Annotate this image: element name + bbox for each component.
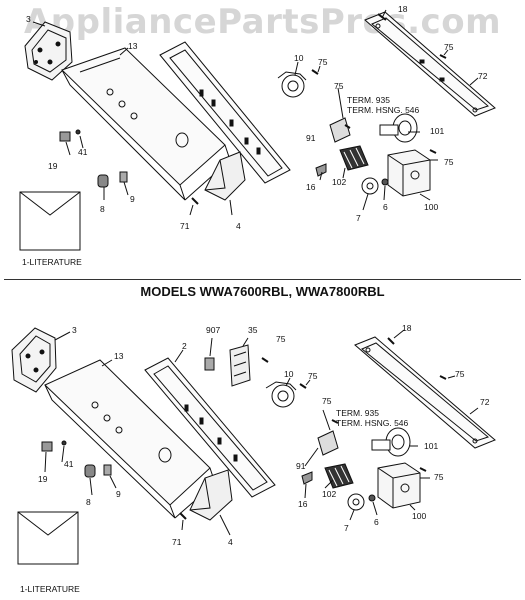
label-91: 91 — [296, 461, 306, 471]
label-term-hsng-546: TERM. HSNG. 546 — [347, 105, 420, 115]
label-101: 101 — [424, 441, 439, 451]
label-3: 3 — [72, 325, 77, 335]
label-7: 7 — [356, 213, 361, 223]
screw-18-b — [387, 337, 395, 345]
knob-8-b — [84, 464, 96, 478]
clip-16-b — [301, 471, 313, 485]
section-divider — [4, 279, 521, 280]
label-35: 35 — [248, 325, 258, 335]
label-16: 16 — [298, 499, 308, 509]
timer-10-b — [265, 381, 297, 408]
label-72: 72 — [478, 71, 488, 81]
clip-6 — [381, 178, 389, 186]
button-19 — [59, 131, 71, 142]
literature-envelope-bottom — [17, 511, 79, 565]
label-75: 75 — [334, 81, 344, 91]
literature-label-bottom: 1-LITERATURE — [20, 584, 80, 594]
rear-panel-72-b — [354, 336, 496, 449]
label-100: 100 — [424, 202, 439, 212]
terminal-102-b — [324, 463, 354, 489]
label-7: 7 — [344, 523, 349, 533]
label-10: 10 — [284, 369, 294, 379]
label-41: 41 — [78, 147, 88, 157]
knob-7-b — [347, 493, 365, 511]
timer-10 — [277, 71, 307, 98]
clip-9-b — [103, 464, 112, 476]
label-8: 8 — [86, 497, 91, 507]
label-2: 2 — [182, 341, 187, 351]
label-75: 75 — [444, 42, 454, 52]
end-cap-4 — [204, 151, 246, 201]
switch-35 — [229, 344, 251, 387]
label-18: 18 — [402, 323, 412, 333]
label-75: 75 — [318, 57, 328, 67]
label-75: 75 — [308, 371, 318, 381]
label-72: 72 — [480, 397, 490, 407]
end-cap-3-b — [11, 327, 57, 393]
label-75: 75 — [322, 396, 332, 406]
end-cap-4-b — [189, 469, 233, 521]
switch-91-b — [317, 430, 339, 456]
motor-101-b — [371, 427, 411, 457]
label-4: 4 — [236, 221, 241, 231]
clip-41-b — [61, 440, 67, 446]
knob-8 — [97, 174, 109, 188]
label-71: 71 — [180, 221, 190, 231]
label-6: 6 — [374, 517, 379, 527]
label-102: 102 — [322, 489, 337, 499]
label-19: 19 — [48, 161, 58, 171]
literature-label-top: 1-LITERATURE — [22, 257, 82, 267]
label-3: 3 — [26, 14, 31, 24]
label-101: 101 — [430, 126, 445, 136]
knob-7 — [361, 177, 379, 195]
label-91: 91 — [306, 133, 316, 143]
label-75: 75 — [276, 334, 286, 344]
label-907: 907 — [206, 325, 221, 335]
terminal-102 — [339, 145, 369, 171]
timer-100-b — [377, 462, 421, 509]
label-13: 13 — [114, 351, 124, 361]
models-heading: MODELS WWA7600RBL, WWA7800RBL — [140, 284, 385, 299]
top-section — [19, 9, 496, 251]
label-8: 8 — [100, 204, 105, 214]
end-cap-3 — [24, 21, 73, 81]
label-6: 6 — [383, 202, 388, 212]
button-19-b — [41, 441, 53, 452]
label-19: 19 — [38, 474, 48, 484]
label-4: 4 — [228, 537, 233, 547]
label-75: 75 — [434, 472, 444, 482]
label-18: 18 — [398, 4, 408, 14]
label-13: 13 — [128, 41, 138, 51]
clip-9 — [119, 171, 128, 183]
clip-6-b — [368, 494, 376, 502]
label-75: 75 — [444, 157, 454, 167]
screw-71 — [191, 197, 199, 205]
backsplash-bracket — [159, 41, 291, 184]
clip-16 — [315, 163, 327, 177]
timer-100 — [387, 149, 431, 197]
label-term-935: TERM. 935 — [347, 95, 390, 105]
label-10: 10 — [294, 53, 304, 63]
backsplash-bracket-b — [144, 357, 276, 498]
label-100: 100 — [412, 511, 427, 521]
label-term-935: TERM. 935 — [336, 408, 379, 418]
motor-101 — [379, 113, 418, 143]
label-9: 9 — [116, 489, 121, 499]
switch-91 — [329, 117, 351, 143]
bottom-section — [11, 327, 496, 565]
screw-71-b — [179, 512, 187, 520]
label-16: 16 — [306, 182, 316, 192]
label-102: 102 — [332, 177, 347, 187]
label-term-hsng-546: TERM. HSNG. 546 — [336, 418, 409, 428]
watermark: AppliancePartsPros.com — [23, 2, 501, 42]
control-panel-13 — [61, 47, 231, 201]
label-71: 71 — [172, 537, 182, 547]
part-907 — [204, 357, 215, 371]
label-9: 9 — [130, 194, 135, 204]
literature-envelope-top — [19, 191, 81, 251]
clip-41 — [75, 129, 81, 135]
label-41: 41 — [64, 459, 74, 469]
label-75: 75 — [455, 369, 465, 379]
